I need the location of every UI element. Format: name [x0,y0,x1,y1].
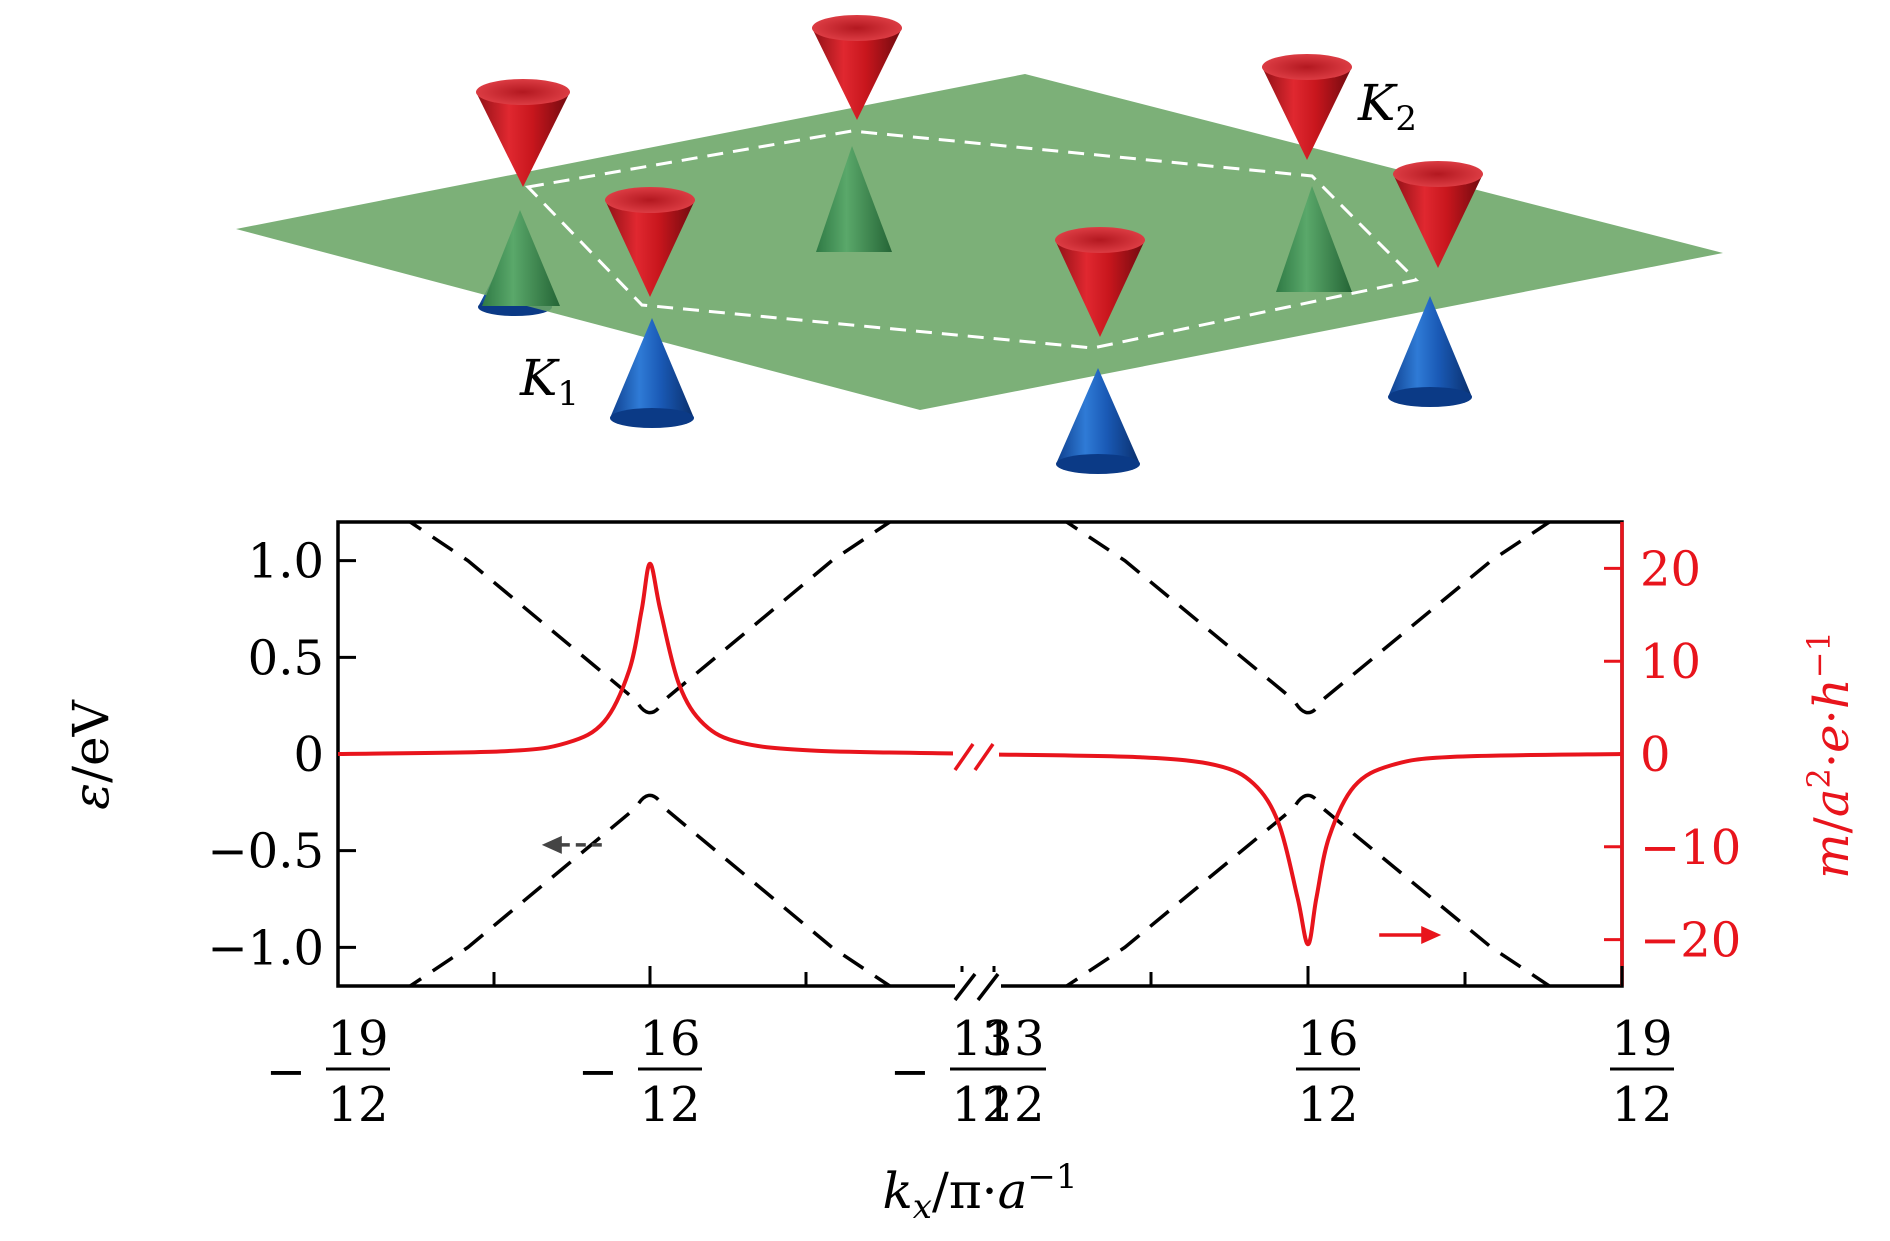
x-tick-label: −19 12 [266,1011,390,1133]
x-tick-sign: − [578,1044,618,1100]
y-right-tick-label: 10 [1640,634,1701,690]
blue-cone-lower [1388,296,1472,407]
y-right-ticks: 20 10 0 −10 −20 [1604,522,1741,986]
y-right-tick-label: 20 [1640,541,1701,597]
y-left-ticks: 1.0 0.5 0 −0.5 −1.0 [207,534,356,976]
brillouin-zone-plane [236,74,1723,410]
k1-label: K1 [519,349,579,414]
green-cone-lower [816,146,892,252]
band-dashed-line [407,522,893,715]
x-tick-numerator: 19 [1611,1011,1672,1067]
series-layer [338,522,1622,986]
red-cone-upper [1055,227,1145,337]
x-tick-denominator: 12 [1297,1077,1358,1133]
y-right-tick-label: 0 [1640,727,1671,783]
red-cone-k2 [1262,54,1352,160]
x-tick-denominator: 12 [983,1077,1044,1133]
y-right-label: m/a2·e·h−1 [1800,631,1860,879]
y-left-tick-label: −1.0 [207,920,324,976]
x-tick-numerator: 13 [983,1011,1044,1067]
effective-mass-curve [993,752,1622,947]
x-tick-label: −13 12 [890,1011,1014,1133]
red-cone-upper [476,79,570,187]
left-axis-arrow-head [541,835,562,854]
green-cone-lower [482,210,560,306]
right-axis-arrow-head [1421,925,1442,944]
blue-cone-lower [1056,368,1140,474]
y-left-tick-label: 1.0 [248,534,324,590]
red-cone-upper [1393,161,1483,268]
band-dashed-line [1063,793,1553,986]
blue-cone-k1 [610,318,694,428]
x-tick-numerator: 16 [1297,1011,1358,1067]
dirac-cone-illustration: K1 K2 [236,15,1723,474]
x-tick-sign: − [890,1044,930,1100]
x-tick-label: −16 12 [578,1011,702,1133]
x-tick-numerator: 19 [327,1011,388,1067]
x-tick-denominator: 12 [1611,1077,1672,1133]
band-dashed-line [1063,522,1553,715]
effective-mass-curve [338,561,963,756]
y-left-tick-label: 0.5 [248,630,324,686]
x-tick-sign: − [266,1044,306,1100]
hexagon-dashed-outline [524,129,1420,350]
y-left-tick-label: 0 [293,727,324,783]
red-cone-upper [605,187,695,297]
green-cone-lower [1276,186,1352,292]
k2-label: K2 [1357,74,1417,139]
y-right-tick-label: −10 [1640,820,1741,876]
x-tick-numerator: 16 [639,1011,700,1067]
y-right-tick-label: −20 [1640,913,1741,969]
x-tick-numerator: 13 [951,1011,1012,1067]
red-cone-upper [812,15,902,120]
annotation-layer [541,835,1442,944]
curve-break-marks [953,742,999,772]
x-tick-denominator: 12 [639,1077,700,1133]
x-tick-denominator: 12 [951,1077,1012,1133]
band-dashed-line [407,793,893,986]
x-axis-label: kx/π·a−1 [882,1157,1077,1227]
y-left-tick-label: −0.5 [207,824,324,880]
y-left-label: ε/eV [62,699,120,809]
x-tick-denominator: 12 [327,1077,388,1133]
axis-break-marks [953,972,1001,1002]
